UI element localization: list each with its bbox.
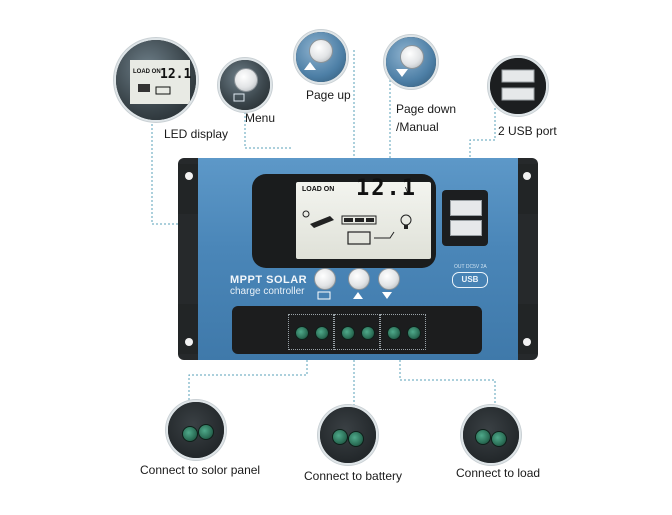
load-terminal-zoom-screw [491,431,507,447]
mounting-ear-top-right [516,164,538,214]
connect-load-label: Connect to load [456,466,541,480]
lcd-voltage-reading: 12.1 [356,176,417,201]
solar-terminal-zoom-screw [198,424,214,440]
load-terminal-screw[interactable] [387,326,401,340]
svg-text:12.1: 12.1 [160,67,191,82]
solar-terminal-group [288,314,334,350]
menu-button[interactable] [314,268,336,290]
battery-icon [341,215,377,245]
battery-terminal-group [334,314,380,350]
usb-bay [442,190,488,246]
led-display-callout: LOAD ON 12.1 [114,38,198,122]
usb-port-1[interactable] [450,200,482,216]
menu-icon [233,93,245,102]
page-down-callout [384,35,438,89]
mounting-hole [185,338,193,346]
lcd-unit: V [405,186,411,195]
page-down-label: Page down /Manual [396,102,457,134]
battery-terminal-screw[interactable] [361,326,375,340]
connect-solar-label: Connect to solor panel [140,463,261,477]
down-arrow-icon [382,292,392,299]
svg-text:LOAD ON: LOAD ON [133,69,161,75]
load-terminal-callout [461,405,521,465]
charge-controller: LOAD ON 12.1 V [178,158,538,360]
connect-battery-label: Connect to battery [304,469,403,483]
solar-terminal-screw[interactable] [315,326,329,340]
usb-port-label: 2 USB port [498,124,557,138]
led-display-label: LED display [164,127,229,141]
down-arrow-icon [396,69,408,77]
battery-terminal-screw[interactable] [341,326,355,340]
mounting-hole [523,172,531,180]
solar-panel-icon [310,216,334,228]
mounting-ear-bottom-left [178,304,200,354]
bulb-icon [400,214,412,229]
page-up-button[interactable] [348,268,370,290]
load-terminal-group [380,314,426,350]
mounting-hole [185,172,193,180]
sun-icon [302,210,310,218]
menu-label: Menu [245,111,276,125]
solar-terminal-callout [166,400,226,460]
lcd-symbols [302,210,412,245]
battery-terminal-zoom-screw [348,431,364,447]
page-up-callout [294,30,348,84]
usb-port-2[interactable] [450,220,482,236]
mounting-ear-bottom-right [516,304,538,354]
page-down-button[interactable] [378,268,400,290]
solar-terminal-screw[interactable] [295,326,309,340]
mounting-ear-top-left [178,164,200,214]
up-arrow-icon [304,62,316,70]
battery-terminal-zoom-screw [332,429,348,445]
usb-port-callout [488,56,548,116]
brand-title: MPPT SOLAR [230,274,308,286]
up-arrow-icon [353,292,363,299]
mounting-hole [523,338,531,346]
solar-terminal-zoom-screw [182,426,198,442]
page-up-button-zoom [309,39,333,63]
lcd-zoom-icon: LOAD ON 12.1 [130,60,191,104]
menu-icon [317,291,331,300]
lcd-status-text: LOAD ON [302,186,335,193]
battery-terminal-callout [318,405,378,465]
brand-subtitle: charge controller [230,286,305,297]
page-up-label: Page up [306,88,351,102]
usb-logo: USB [452,272,488,288]
menu-button-callout [218,58,272,112]
usb-spec-text: OUT DC5V 2A [454,264,487,270]
usb-port-zoom-icon [501,69,535,101]
button-symbols [317,291,392,300]
load-terminal-zoom-screw [475,429,491,445]
page-down-button-zoom [400,45,424,69]
menu-button-zoom [234,68,258,92]
load-terminal-screw[interactable] [407,326,421,340]
